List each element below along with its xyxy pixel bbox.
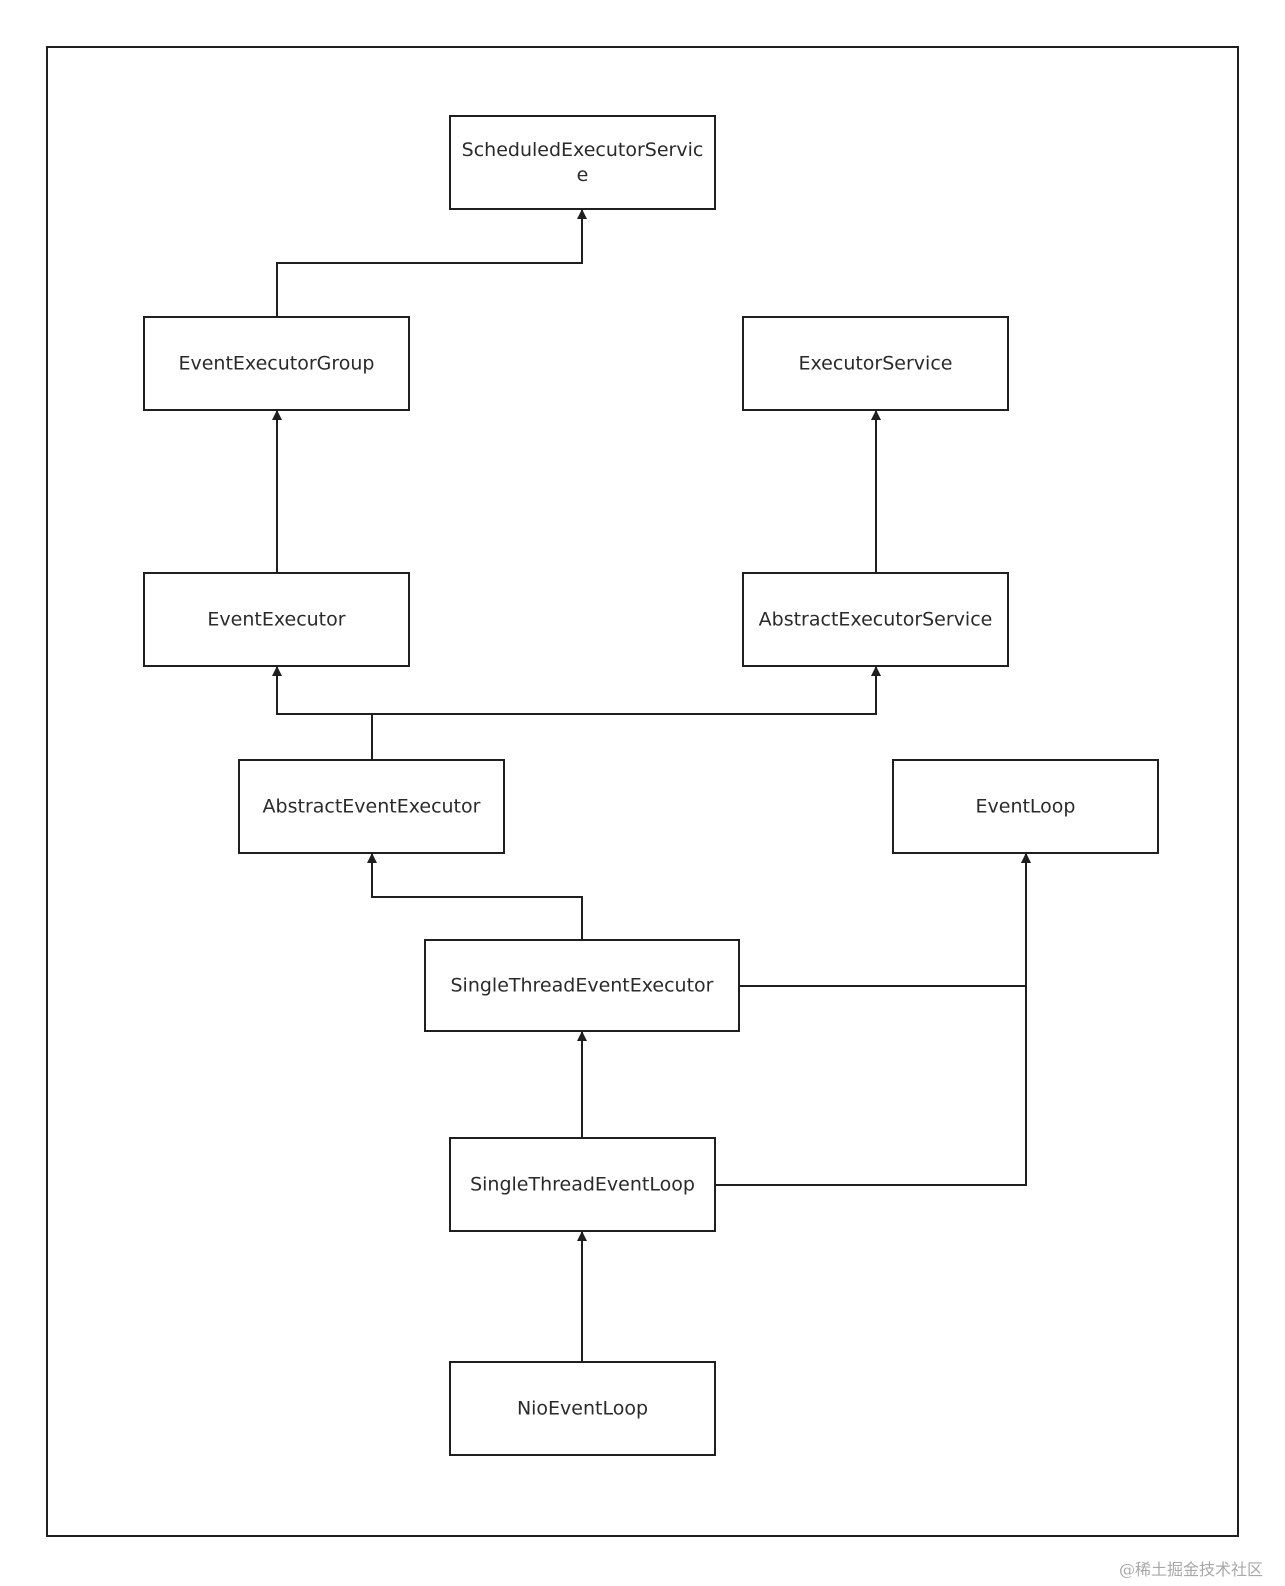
node-box	[424, 939, 740, 1032]
node-single-thread-event-loop: SingleThreadEventLoop	[449, 1137, 716, 1232]
node-label: ExecutorService	[799, 353, 953, 375]
edge-single-thread-event-loop-to-event-loop	[715, 853, 1031, 1186]
edge-abstract-event-executor-to-abstract-executor-service	[371, 666, 881, 760]
diagram-frame	[46, 46, 1239, 1537]
node-label: AbstractExecutorService	[759, 609, 993, 631]
node-label: AbstractEventExecutor	[263, 796, 481, 818]
node-box	[742, 316, 1009, 411]
node-label: EventExecutor	[207, 609, 345, 631]
node-box	[238, 759, 505, 854]
node-label: SingleThreadEventExecutor	[450, 975, 713, 997]
node-box	[742, 572, 1009, 667]
node-executor-service: ExecutorService	[742, 316, 1009, 411]
node-single-thread-event-executor: SingleThreadEventExecutor	[424, 939, 740, 1032]
node-event-executor-group: EventExecutorGroup	[143, 316, 410, 411]
edge-single-thread-event-executor-to-event-loop	[739, 853, 1031, 987]
node-nio-event-loop: NioEventLoop	[449, 1361, 716, 1456]
node-label: NioEventLoop	[517, 1398, 648, 1420]
node-box	[449, 1361, 716, 1456]
node-abstract-executor-service: AbstractExecutorService	[742, 572, 1009, 667]
watermark-text: @稀土掘金技术社区	[1118, 1560, 1263, 1579]
node-label: EventLoop	[976, 796, 1076, 818]
edges-layer	[272, 209, 1031, 1362]
node-box	[143, 316, 410, 411]
edge-single-thread-event-executor-to-abstract-event-executor	[367, 853, 583, 940]
node-box	[892, 759, 1159, 854]
node-scheduled-executor-service: ScheduledExecutorServic e	[449, 115, 716, 210]
node-event-executor: EventExecutor	[143, 572, 410, 667]
edge-event-executor-group-to-scheduled-executor-service	[276, 209, 587, 317]
node-label: ScheduledExecutorServic	[462, 139, 704, 161]
node-box	[449, 1137, 716, 1232]
nodes-layer: ScheduledExecutorServic eEventExecutorGro…	[143, 115, 1159, 1456]
node-label: e	[577, 164, 589, 186]
node-label: SingleThreadEventLoop	[470, 1174, 695, 1196]
node-abstract-event-executor: AbstractEventExecutor	[238, 759, 505, 854]
node-label: EventExecutorGroup	[178, 353, 374, 375]
node-event-loop: EventLoop	[892, 759, 1159, 854]
edge-abstract-event-executor-to-event-executor	[272, 666, 373, 760]
node-box	[143, 572, 410, 667]
node-box	[449, 115, 716, 210]
